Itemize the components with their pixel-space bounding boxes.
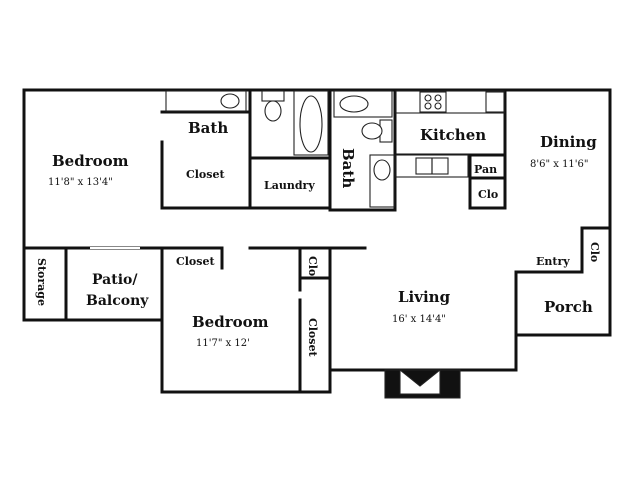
patio-label-line1: Patio/ <box>92 272 138 288</box>
storage-label: Storage <box>35 258 48 306</box>
porch-label: Porch <box>544 298 593 316</box>
dining-dims: 8'6" x 11'6" <box>530 159 589 170</box>
room-labels: Bedroom 11'8" x 13'4" Bath Closet Laundr… <box>35 119 601 357</box>
patio-label-line2: Balcony <box>86 293 149 309</box>
clo-entry-label: Clo <box>588 242 601 262</box>
fixtures <box>90 90 505 399</box>
closet1-label: Closet <box>186 168 225 181</box>
bath2-label: Bath <box>339 148 357 188</box>
bedroom1-label: Bedroom <box>52 152 129 170</box>
kitchen-label: Kitchen <box>420 126 486 144</box>
clo-hall-label: Clo <box>306 256 319 276</box>
clo-kitchen-label: Clo <box>478 188 498 201</box>
bedroom2-label: Bedroom <box>192 313 269 331</box>
pan-label: Pan <box>474 163 497 176</box>
closet2-label: Closet <box>176 255 215 268</box>
laundry-label: Laundry <box>264 179 315 192</box>
bedroom2-dims: 11'7" x 12' <box>196 338 250 349</box>
entry-label: Entry <box>536 255 570 268</box>
living-dims: 16' x 14'4" <box>392 314 446 325</box>
living-label: Living <box>398 288 451 306</box>
closet3-label: Closet <box>306 318 319 357</box>
dining-label: Dining <box>540 133 597 151</box>
bedroom1-dims: 11'8" x 13'4" <box>48 177 113 188</box>
bath1-label: Bath <box>188 119 228 137</box>
